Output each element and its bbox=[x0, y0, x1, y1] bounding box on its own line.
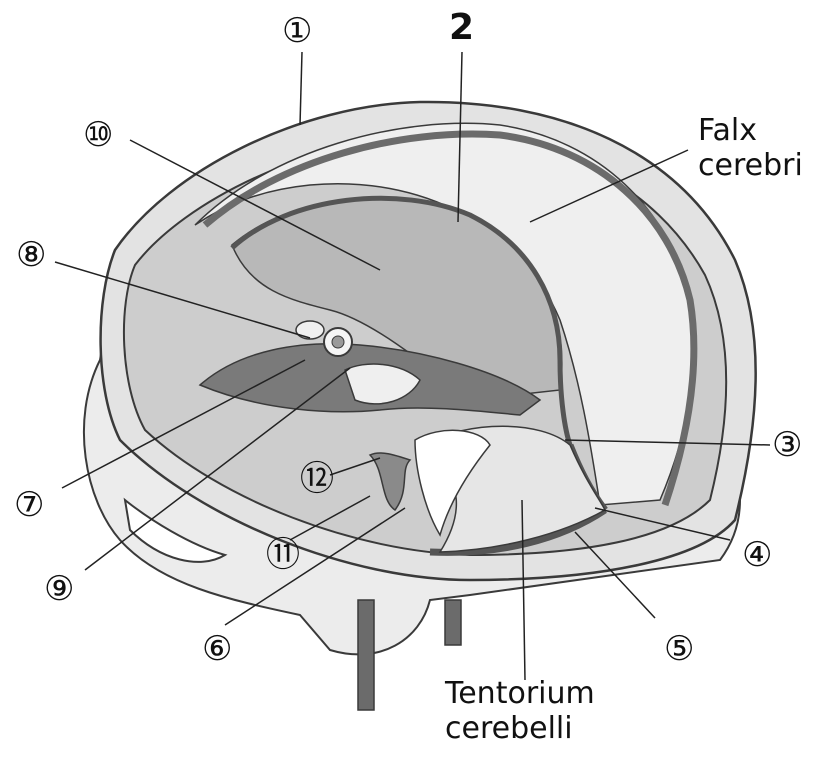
tentorium-cerebelli-label: Tentorium cerebelli bbox=[445, 676, 595, 747]
marker-10: ⑩ bbox=[83, 118, 113, 152]
support-post-right bbox=[445, 600, 461, 645]
marker-2: 2 bbox=[449, 10, 474, 46]
marker-1: ① bbox=[282, 14, 312, 48]
marker-11: ⑪ bbox=[266, 538, 300, 572]
falx-label-line1: Falx bbox=[698, 113, 803, 148]
marker-12: ⑫ bbox=[300, 462, 334, 496]
marker-9: ⑨ bbox=[44, 572, 74, 606]
tentorium-label-line2: cerebelli bbox=[445, 711, 595, 746]
marker-4: ④ bbox=[742, 538, 772, 572]
marker-8: ⑧ bbox=[16, 238, 46, 272]
pituitary-core bbox=[332, 336, 344, 348]
marker-5: ⑤ bbox=[664, 632, 694, 666]
tentorium-label-line1: Tentorium bbox=[445, 676, 595, 711]
support-post-left bbox=[358, 600, 374, 710]
falx-label-line2: cerebri bbox=[698, 148, 803, 183]
marker-6: ⑥ bbox=[202, 632, 232, 666]
marker-7: ⑦ bbox=[14, 488, 44, 522]
clinoid-process bbox=[296, 321, 324, 339]
falx-cerebri-label: Falx cerebri bbox=[698, 113, 803, 184]
marker-3: ③ bbox=[772, 428, 802, 462]
